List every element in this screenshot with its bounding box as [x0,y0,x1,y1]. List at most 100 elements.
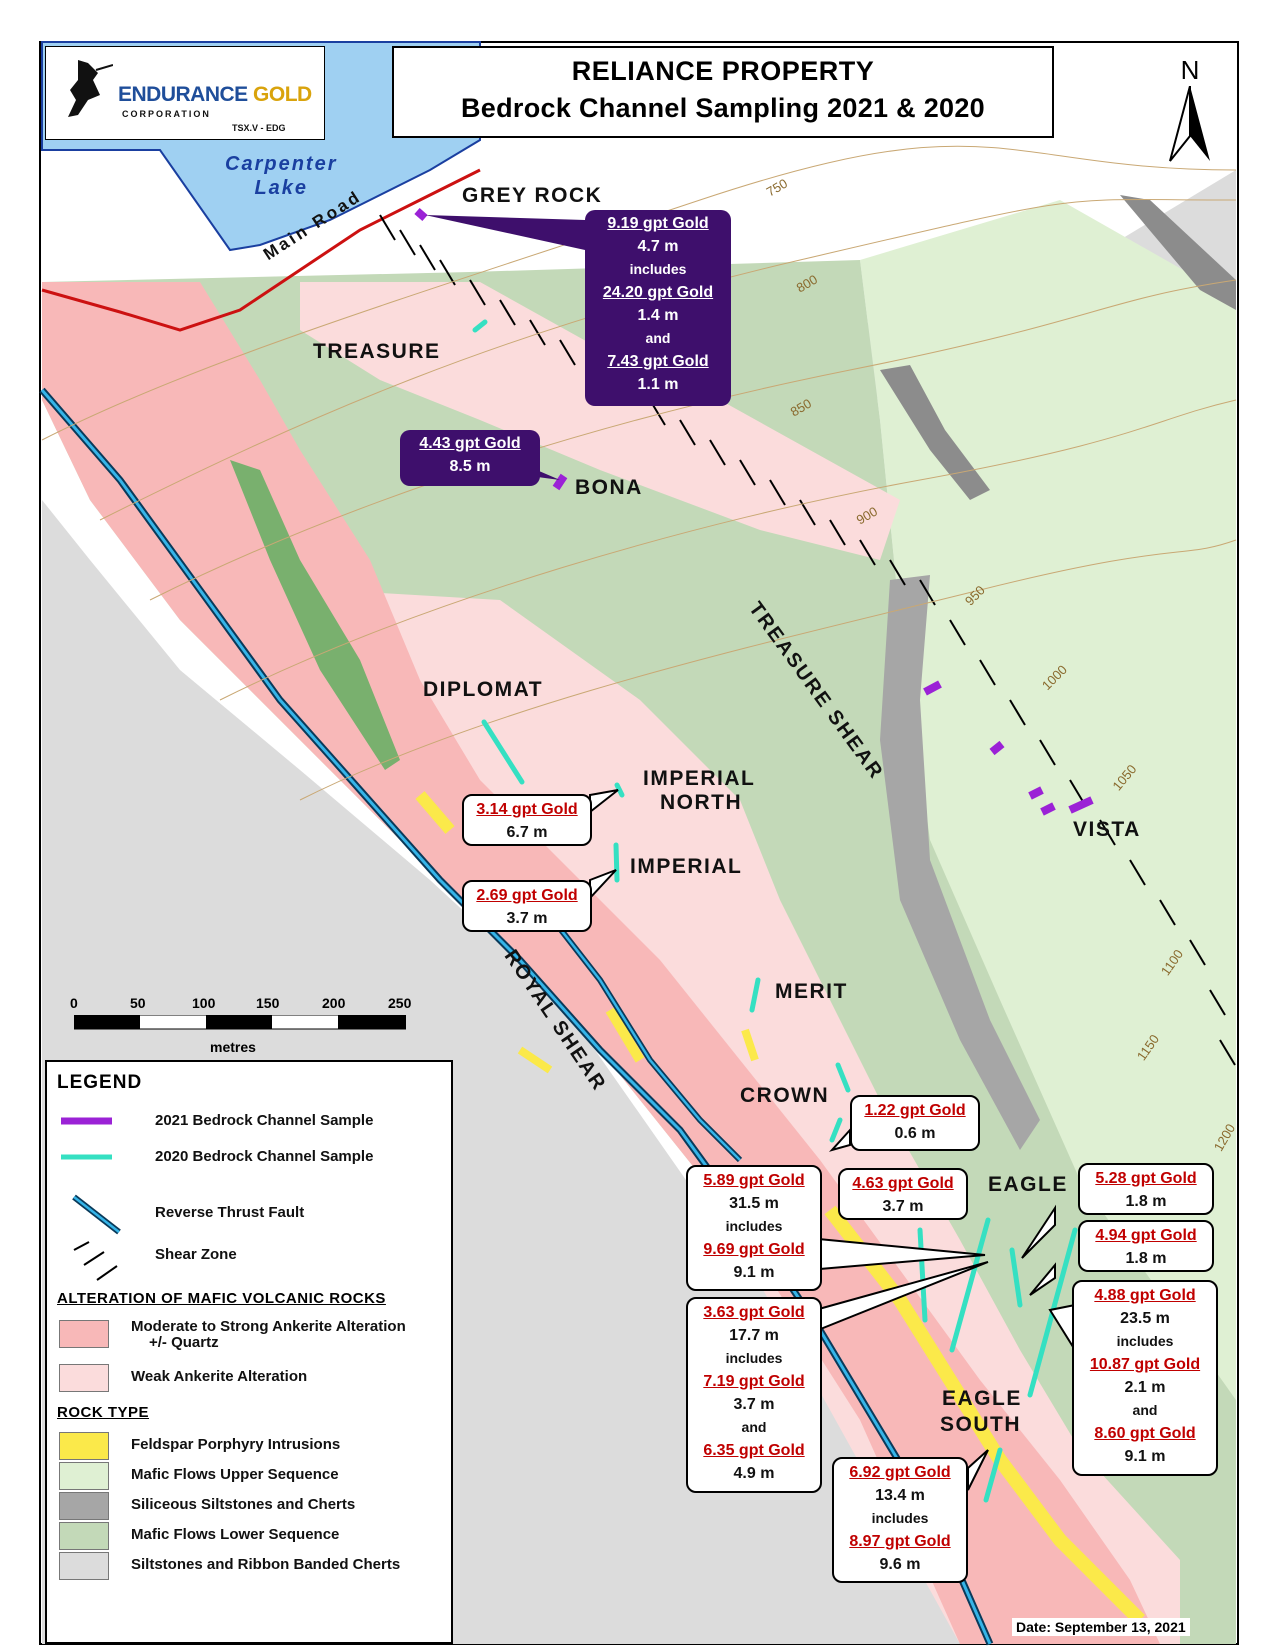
contour-lines [41,145,1237,801]
zone-crown: CROWN [740,1084,830,1107]
legend: LEGEND 2021 Bedrock Channel Sample 2020 … [45,1060,453,1644]
callout-grey-rock: 9.19 gpt Gold 4.7 m includes 24.20 gpt G… [585,210,731,406]
legend-rock-2: Mafic Flows Upper Sequence [131,1466,339,1483]
logo-corporation: CORPORATION [122,109,211,119]
sample-2020-treasure [472,319,488,333]
feldspar-dyke [415,791,455,834]
legend-mafic-lower-swatch [59,1522,109,1550]
sample-2021-v3 [1028,786,1044,800]
scale-tick-250: 250 [388,995,412,1011]
scale-bar: 0 50 100 150 200 250 metres [60,995,420,1065]
sample-2020-e2 [949,1217,991,1353]
zone-imperial-north-1: IMPERIAL [643,767,756,790]
sample-2020-e3 [1009,1247,1023,1308]
north-label: N [1180,55,1200,85]
company-logo: ENDURANCE GOLD CORPORATION TSX.V - EDG [45,46,325,140]
zone-imperial-north-2: NORTH [660,791,743,814]
feldspar-dyke-5 [741,1028,759,1062]
lake-label: Carpenter Lake [225,153,338,199]
sample-2021-bona [552,473,568,491]
feldspar-dyke-3 [824,1205,1145,1625]
zone-treasure: TREASURE [313,340,441,363]
callout-4-63: 4.63 gpt Gold 3.7 m [838,1168,968,1220]
north-arrow: N [1169,55,1215,173]
siliceous-band-ne [1120,195,1236,310]
samples-2021 [414,207,1094,816]
royal-shear-fault-inner [40,389,992,1645]
weak-ankerite-area [300,282,900,560]
logo-name: ENDURANCE GOLD [118,83,312,106]
legend-2020-sample: 2020 Bedrock Channel Sample [155,1148,374,1165]
scale-tick-50: 50 [130,995,146,1011]
scale-tick-200: 200 [322,995,346,1011]
callout-4-88: 4.88 gpt Gold 23.5 m includes 10.87 gpt … [1072,1280,1218,1476]
scale-tick-0: 0 [70,995,78,1011]
map-date: Date: September 13, 2021 [1012,1618,1190,1636]
royal-shear-fault-split-inner [529,889,741,1161]
scale-tick-100: 100 [192,995,216,1011]
legend-shear: Shear Zone [155,1246,237,1263]
legend-2021-sample: 2021 Bedrock Channel Sample [155,1112,374,1129]
legend-weak-ankerite-swatch [59,1364,109,1392]
sample-2021-v4 [1040,802,1056,816]
sample-2020-crown-2 [829,1117,843,1143]
sample-2020-e5 [983,1447,1003,1503]
callout-diplomat: 3.14 gpt Gold 6.7 m [462,794,592,846]
legend-strong-ankerite-2: +/- Quartz [149,1334,219,1351]
sample-2021-v2 [989,740,1005,756]
legend-fault-icon [72,1194,121,1235]
sample-2020-diplomat [481,719,525,785]
legend-title: LEGEND [57,1072,143,1093]
callout-5-28: 5.28 gpt Gold 1.8 m [1078,1163,1214,1215]
legend-2021-sample-icon [61,1117,112,1125]
logo-ticker: TSX.V - EDG [232,123,286,133]
sample-2020-imperial-north [614,782,625,798]
siliceous-band [880,575,1040,1150]
callout-pointers [425,215,1076,1491]
zone-vista: VISTA [1073,818,1141,841]
legend-feldspar-swatch [59,1432,109,1460]
legend-fault: Reverse Thrust Fault [155,1204,305,1221]
zone-bona: BONA [575,476,643,499]
scale-bar-graphic [74,1015,406,1030]
callout-5-89: 5.89 gpt Gold 31.5 m includes 9.69 gpt G… [686,1165,822,1291]
sample-2020-imperial [613,842,620,883]
siliceous-band-north [880,365,990,500]
legend-shear-icon [73,1241,118,1281]
zone-grey-rock: GREY ROCK [462,184,603,207]
callout-crown: 1.22 gpt Gold 0.6 m [850,1095,980,1151]
legend-rock-5: Siltstones and Ribbon Banded Cherts [131,1556,401,1573]
sample-2021-grey-rock [414,207,428,222]
main-road [41,168,481,332]
callout-bona: 4.43 gpt Gold 8.5 m [400,430,540,486]
sample-2020-e1 [917,1227,928,1323]
feldspar-dyke-4 [517,1046,553,1074]
zone-diplomat: DIPLOMAT [423,678,544,701]
sample-2020-crown [835,1062,851,1093]
legend-weak-ankerite: Weak Ankerite Alteration [131,1368,308,1385]
scale-unit: metres [210,1039,256,1055]
legend-rock-heading: ROCK TYPE [57,1404,150,1421]
scale-tick-150: 150 [256,995,280,1011]
mafic-dark-stripe [230,460,400,770]
sample-2021-v5 [1068,796,1094,814]
legend-siltstone-swatch [59,1552,109,1580]
zone-eagle-south-2: SOUTH [940,1413,1021,1436]
legend-rock-4: Mafic Flows Lower Sequence [131,1526,340,1543]
feldspar-dyke-2 [605,1007,645,1063]
legend-rock-1: Feldspar Porphyry Intrusions [131,1436,341,1453]
treasure-shear-zone [379,214,1236,1066]
legend-mafic-upper-swatch [59,1462,109,1490]
legend-strong-ankerite-1: Moderate to Strong Ankerite Alteration [131,1318,406,1335]
legend-rock-3: Siliceous Siltstones and Cherts [131,1496,356,1513]
mafic-upper-area [860,200,1236,1460]
zone-eagle-south-1: EAGLE [942,1387,1022,1410]
zone-imperial: IMPERIAL [630,855,743,878]
title-line2: Bedrock Channel Sampling 2021 & 2020 [461,93,985,123]
legend-siliceous-swatch [59,1492,109,1520]
title-box: RELIANCE PROPERTY Bedrock Channel Sampli… [392,46,1054,138]
sample-2020-merit [749,977,761,1013]
callout-imperial: 2.69 gpt Gold 3.7 m [462,880,592,932]
legend-strong-ankerite-swatch [59,1320,109,1348]
zone-eagle: EAGLE [988,1173,1068,1196]
